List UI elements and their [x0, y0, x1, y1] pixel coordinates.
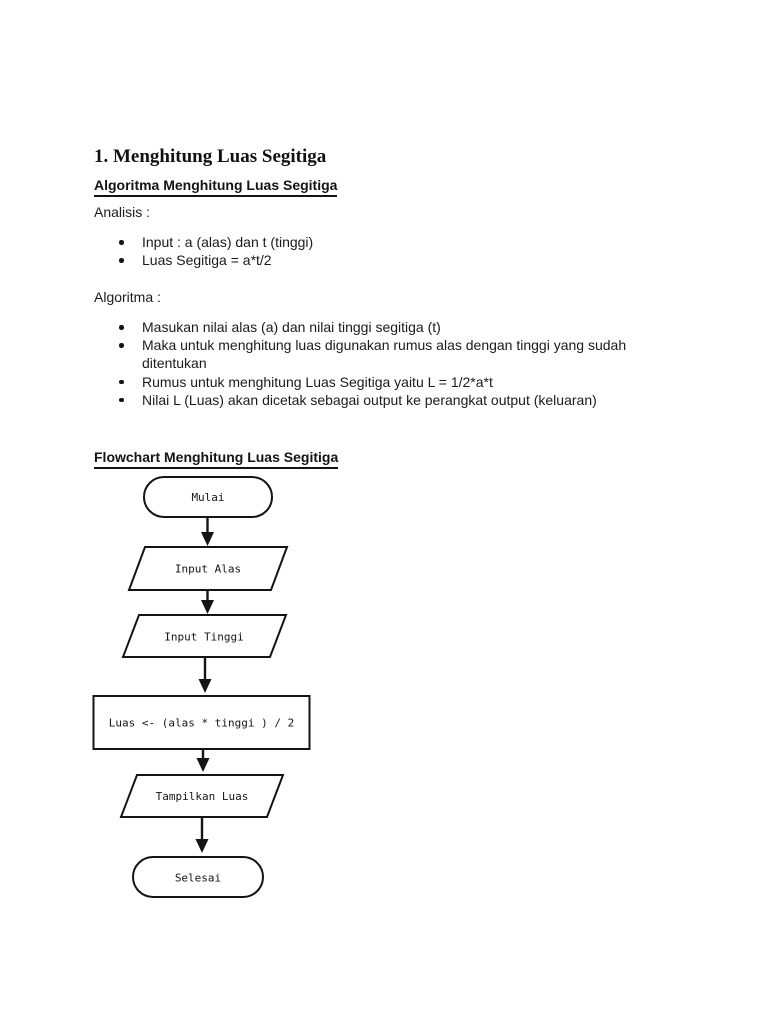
flow-label-input-alas: Input Alas	[175, 563, 241, 576]
bullet-icon	[119, 343, 124, 348]
bullet-icon	[119, 325, 124, 330]
section-heading-algoritma: Algoritma Menghitung Luas Segitiga	[94, 176, 338, 197]
list-item-text: Nilai L (Luas) akan dicetak sebagai outp…	[142, 391, 597, 408]
bullet-icon	[119, 397, 124, 403]
section-heading-flowchart: Flowchart Menghitung Luas Segitiga	[94, 448, 339, 469]
flow-label-start: Mulai	[191, 491, 224, 504]
section-heading-flowchart-text: Flowchart Menghitung Luas Segitiga	[94, 448, 339, 469]
bullet-icon	[119, 258, 124, 263]
bullet-icon	[119, 379, 124, 385]
bullet-icon	[119, 240, 124, 245]
flow-node-end	[132, 856, 264, 898]
list-item-text: Luas Segitiga = a*t/2	[142, 252, 272, 269]
flow-node-process	[92, 695, 311, 750]
list-item: Maka untuk menghitung luas digunakan rum…	[94, 336, 652, 372]
arrow-down-icon	[201, 517, 214, 546]
flow-label-output: Tampilkan Luas	[156, 790, 249, 803]
list-item: Input : a (alas) dan t (tinggi)	[94, 233, 652, 251]
arrow-down-icon	[201, 590, 214, 614]
flow-node-input-tinggi	[121, 614, 288, 658]
flow-label-process: Luas <- (alas * tinggi ) / 2	[109, 717, 294, 730]
algorithm-list: Masukan nilai alas (a) dan nilai tinggi …	[94, 318, 652, 409]
arrow-down-icon	[198, 657, 212, 693]
list-item: Luas Segitiga = a*t/2	[94, 251, 652, 269]
list-item-text: Maka untuk menghitung luas digunakan rum…	[142, 337, 627, 372]
section-heading-algoritma-text: Algoritma Menghitung Luas Segitiga	[94, 176, 338, 197]
list-item-text: Input : a (alas) dan t (tinggi)	[142, 234, 314, 250]
analysis-label: Analisis :	[94, 204, 151, 220]
list-item-text: Masukan nilai alas (a) dan nilai tinggi …	[142, 319, 441, 335]
list-item-text: Rumus untuk menghitung Luas Segitiga yai…	[142, 373, 493, 390]
analysis-list: Input : a (alas) dan t (tinggi) Luas Seg…	[94, 233, 652, 269]
page-title: 1. Menghitung Luas Segitiga	[94, 146, 327, 167]
list-item: Rumus untuk menghitung Luas Segitiga yai…	[94, 373, 652, 391]
list-item: Nilai L (Luas) akan dicetak sebagai outp…	[94, 391, 652, 409]
flowchart-diagram: Mulai Input Alas Input Tinggi Luas <- (a…	[92, 476, 311, 898]
flow-node-input-alas	[127, 546, 289, 591]
flow-label-end: Selesai	[175, 872, 221, 885]
list-item: Masukan nilai alas (a) dan nilai tinggi …	[94, 318, 652, 336]
flow-label-input-tinggi: Input Tinggi	[164, 631, 243, 644]
arrow-down-icon	[196, 749, 210, 772]
algorithm-label: Algoritma :	[94, 289, 161, 305]
arrow-down-icon	[195, 817, 209, 853]
flow-node-output	[119, 774, 285, 818]
